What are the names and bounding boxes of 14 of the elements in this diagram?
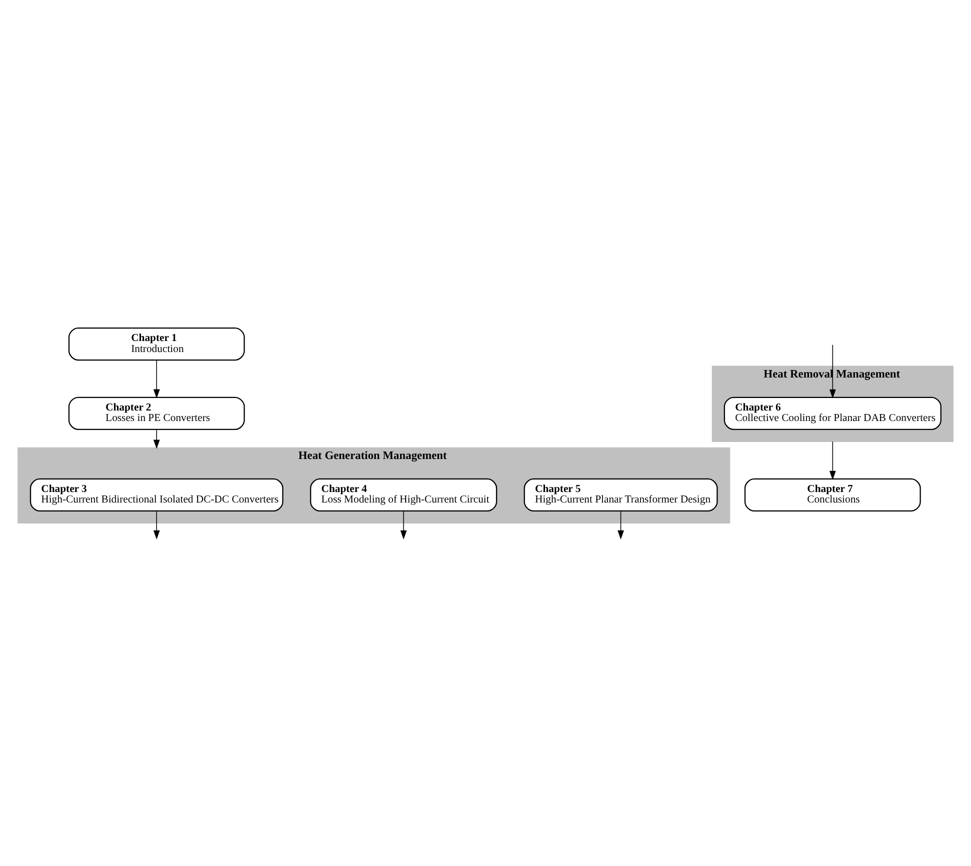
arrow: [153, 428, 160, 448]
node-box: Chapter 1 Introduction: [68, 326, 245, 360]
node-box: Chapter 7 Conclusions: [744, 478, 921, 512]
node-box: Chapter 3 High-Current Bidirectional Isolated DC-DC Converters: [30, 478, 284, 512]
node-box: Chapter 2 Losses in PE Converters: [68, 396, 245, 430]
node-box: Chapter 4 Loss Modeling of High-Current Circuit: [310, 478, 498, 512]
arrow: [829, 440, 836, 480]
node-box: Chapter 5 High-Current Planar Transformer Design: [524, 478, 718, 512]
arrow: [618, 510, 624, 539]
arrow: [829, 344, 836, 398]
arrow: [153, 359, 160, 398]
arrow: [153, 510, 160, 539]
arrow: [400, 510, 407, 539]
node-box: Chapter 6 Collective Cooling for Planar DAB Converters: [724, 396, 942, 430]
